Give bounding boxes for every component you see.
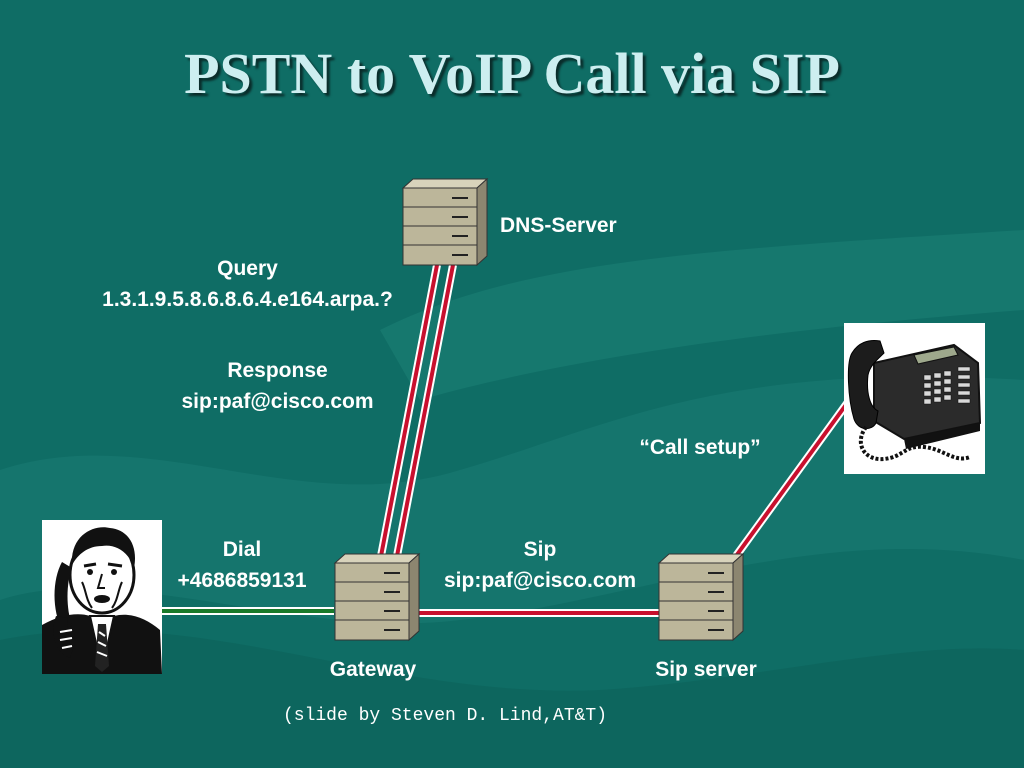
call-setup-link [732, 399, 852, 559]
dial-number: +4686859131 [177, 569, 307, 592]
dial-label: Dial +4686859131 [152, 534, 332, 596]
sip-server-label: Sip server [655, 658, 757, 681]
sip-server-icon [657, 553, 745, 642]
gateway-label: Gateway [329, 658, 417, 681]
query-domain: 1.3.1.9.5.8.6.8.6.4.e164.arpa.? [102, 288, 393, 311]
dns-response-link [393, 264, 457, 557]
gateway-server-icon [333, 553, 421, 642]
response-uri: sip:paf@cisco.com [181, 390, 374, 413]
slide-credit: (slide by Steven D. Lind,AT&T) [282, 706, 608, 726]
response-title: Response [227, 359, 328, 382]
dns-query-link [377, 264, 441, 557]
call-setup-label: “Call setup” [639, 436, 761, 459]
query-title: Query [217, 257, 278, 280]
man-on-phone-icon [42, 520, 162, 674]
sip-uri: sip:paf@cisco.com [443, 569, 637, 592]
sip-title: Sip [523, 538, 557, 561]
page-title: PSTN to VoIP Call via SIP [184, 41, 840, 106]
dns-server-label: DNS-Server [500, 214, 617, 237]
dial-title: Dial [222, 538, 262, 561]
sip-label: Sip sip:paf@cisco.com [420, 534, 660, 596]
desk-phone-icon [844, 323, 985, 474]
dns-server-icon [401, 178, 489, 267]
query-label: Query 1.3.1.9.5.8.6.8.6.4.e164.arpa.? [60, 253, 435, 315]
response-label: Response sip:paf@cisco.com [150, 355, 405, 417]
